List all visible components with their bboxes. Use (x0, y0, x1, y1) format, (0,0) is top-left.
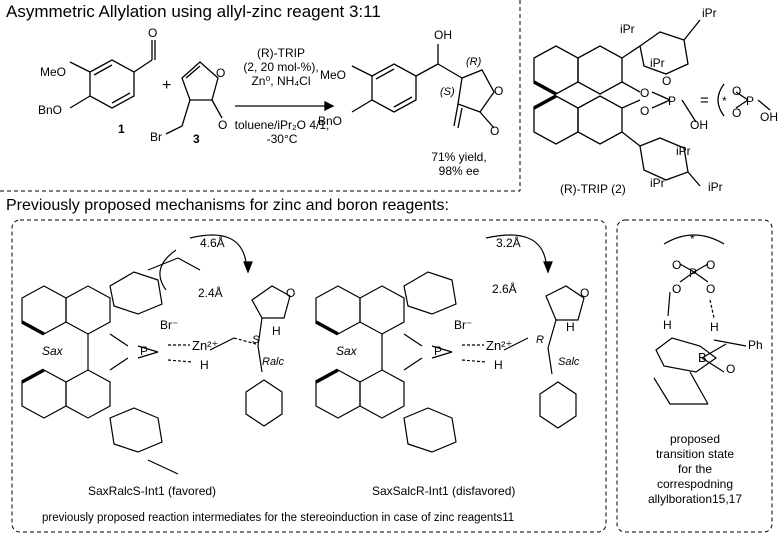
ipr-left-up: iPr (620, 22, 635, 36)
side-o-2: O (706, 258, 716, 272)
label-o-lactone-co: O (490, 124, 500, 138)
ipr-top: iPr (702, 6, 717, 20)
label-o-lactone: O (494, 84, 504, 98)
side-o-1: O (672, 258, 682, 272)
right-br: Br⁻ (454, 318, 473, 332)
side-caption: proposed transition state for the corres… (647, 432, 743, 506)
side-star: * (690, 232, 695, 246)
left-h2: H (200, 358, 209, 372)
solvent: toluene/iPr₂O 4/1, -30°C (234, 118, 330, 146)
label-o-1: O (148, 26, 158, 40)
label-br: Br (150, 130, 162, 144)
side-o-b: O (726, 362, 736, 376)
right-salc: Salc (558, 356, 580, 368)
right-o: O (580, 286, 590, 300)
ipr-bottom: iPr (708, 180, 723, 194)
label-compound-1: 1 (118, 122, 125, 136)
star-top: * (722, 94, 727, 108)
left-p: P (140, 344, 149, 358)
abbr-o-2: O (732, 106, 742, 120)
stereo-r: (R) (466, 56, 482, 68)
label-meo-1: MeO (40, 65, 67, 79)
left-caption: SaxRalcS-Int1 (favored) (88, 484, 217, 498)
left-dist-2: 2.4Å (198, 286, 223, 300)
right-dist-2: 2.6Å (492, 282, 517, 296)
ipr-upper-down: iPr (676, 144, 691, 158)
ipr-left-down: iPr (650, 176, 665, 190)
plus-sign: + (162, 77, 172, 94)
label-o-carbonyl: O (218, 118, 228, 132)
label-compound-3: 3 (193, 132, 200, 146)
left-zn: Zn²⁺ (192, 338, 219, 353)
right-dist-1: 3.2Å (496, 236, 521, 250)
ipr-low-up: iPr (650, 56, 665, 70)
abbr-p: P (746, 94, 755, 108)
right-h: H (566, 320, 575, 334)
left-s: S (252, 334, 260, 346)
trip-o-1: O (640, 86, 650, 100)
conditions: (R)-TRIP (2, 20 mol-%), Zn⁰, NH₄Cl (243, 46, 319, 88)
equals-sign: = (700, 92, 709, 109)
side-o-3: O (672, 282, 682, 296)
label-meo-prod: MeO (320, 68, 347, 82)
right-h2: H (494, 358, 503, 372)
side-h-1: H (663, 318, 672, 332)
left-dist-1: 4.6Å (200, 236, 225, 250)
abbr-o-1: O (732, 84, 742, 98)
scheme-title: Asymmetric Allylation using allyl-zinc r… (6, 2, 381, 21)
label-bno-prod: BnO (318, 114, 343, 128)
left-ralc: Ralc (262, 356, 285, 368)
left-br: Br⁻ (160, 318, 179, 332)
right-zn: Zn²⁺ (486, 338, 513, 353)
right-sax: Sax (336, 344, 357, 358)
left-o: O (286, 286, 296, 300)
right-r: R (536, 334, 544, 346)
left-h: H (272, 324, 281, 338)
side-p: P (689, 266, 698, 280)
mechanisms-title: Previously proposed mechanisms for zinc … (6, 197, 449, 214)
trip-o-2: O (640, 104, 650, 118)
yield-ee: 71% yield, 98% ee (431, 150, 487, 178)
abbr-oh: OH (760, 110, 778, 124)
label-o-ring: O (216, 66, 226, 80)
trip-p: P (668, 94, 677, 108)
side-h-2: H (710, 320, 719, 334)
left-sax: Sax (42, 344, 63, 358)
side-ph: Ph (748, 338, 763, 352)
trip-oh: OH (690, 118, 708, 132)
right-caption: SaxSalcR-Int1 (disfavored) (372, 484, 516, 498)
label-oh: OH (434, 28, 452, 42)
trip-caption: (R)-TRIP (2) (560, 182, 626, 196)
side-b: B (698, 350, 707, 365)
side-o-4: O (706, 282, 716, 296)
right-p: P (434, 344, 443, 358)
trip-o-3: O (662, 74, 672, 88)
label-bno-1: BnO (38, 103, 63, 117)
stereo-s: (S) (440, 86, 455, 98)
mechanism-footer: previously proposed reaction intermediat… (42, 512, 515, 524)
